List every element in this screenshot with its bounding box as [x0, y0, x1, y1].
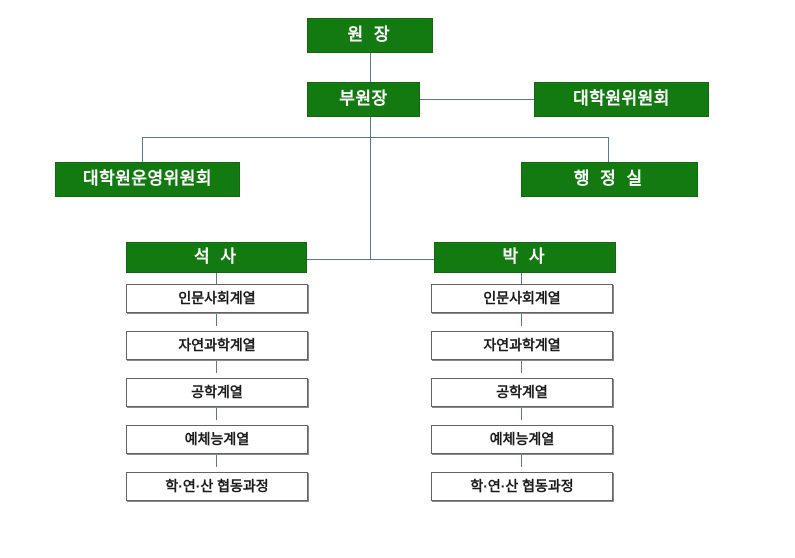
- node-director[interactable]: 원 장: [307, 18, 433, 53]
- node-masters-item-0[interactable]: 인문사회계열: [126, 284, 308, 313]
- connector-doctoral-link-5: [521, 453, 522, 467]
- connector-masters-link-3: [216, 359, 217, 373]
- connector-doctoral-link-3: [521, 359, 522, 373]
- node-doctoral-header[interactable]: 박 사: [434, 242, 616, 273]
- connector-degree-bus: [307, 259, 434, 260]
- connector-vice-to-graduate-committee: [420, 99, 534, 100]
- node-admin-office[interactable]: 행 정 실: [521, 162, 698, 197]
- connector-masters-link-5: [216, 453, 217, 467]
- node-doctoral-item-0[interactable]: 인문사회계열: [431, 284, 613, 313]
- node-vice-director[interactable]: 부원장: [307, 82, 420, 117]
- connector-doctoral-link-4: [521, 406, 522, 420]
- connector-director-to-vice: [370, 52, 371, 82]
- connector-vice-trunk: [370, 117, 371, 259]
- node-doctoral-item-2[interactable]: 공학계열: [431, 378, 613, 407]
- connector-doctoral-link-1: [521, 272, 522, 285]
- node-masters-header[interactable]: 석 사: [126, 242, 307, 273]
- node-graduate-committee[interactable]: 대학원위원회: [534, 82, 709, 117]
- connector-masters-link-2: [216, 312, 217, 326]
- node-masters-item-2[interactable]: 공학계열: [126, 378, 308, 407]
- connector-masters-link-1: [216, 272, 217, 285]
- connector-bus-right-drop: [608, 137, 609, 162]
- connector-masters-link-4: [216, 406, 217, 420]
- connector-committee-bus: [142, 137, 609, 138]
- node-masters-item-1[interactable]: 자연과학계열: [126, 331, 308, 360]
- connector-doctoral-link-2: [521, 312, 522, 326]
- node-doctoral-item-4[interactable]: 학·연·산 협동과정: [431, 472, 613, 501]
- node-masters-item-4[interactable]: 학·연·산 협동과정: [126, 472, 308, 501]
- node-doctoral-item-3[interactable]: 예체능계열: [431, 425, 613, 454]
- node-operating-committee[interactable]: 대학원운영위원회: [55, 162, 240, 197]
- node-doctoral-item-1[interactable]: 자연과학계열: [431, 331, 613, 360]
- node-masters-item-3[interactable]: 예체능계열: [126, 425, 308, 454]
- connector-bus-left-drop: [142, 137, 143, 162]
